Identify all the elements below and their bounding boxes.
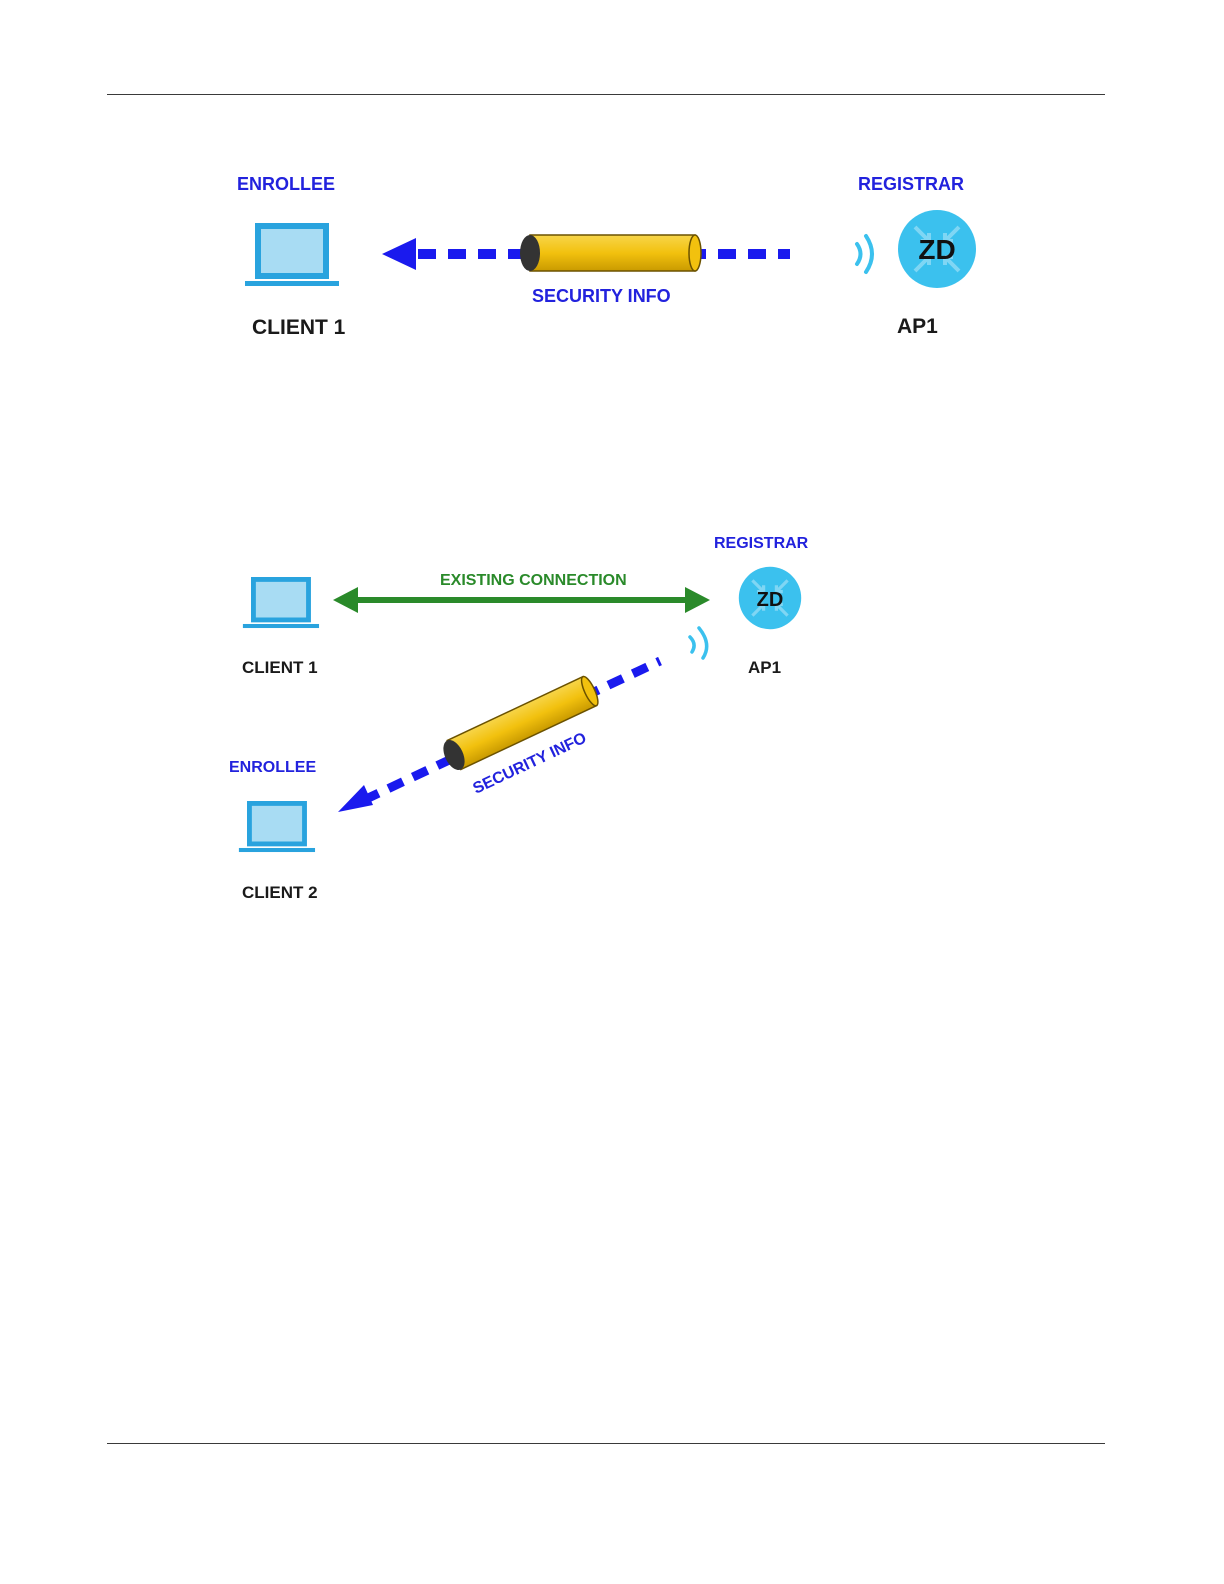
client1-laptop-icon <box>243 577 319 628</box>
diagram-2: REGISTRAR EXISTING CONNECTION CLIENT 1 Z… <box>229 535 809 902</box>
ap1-label: AP1 <box>748 658 781 677</box>
ap1-label: AP1 <box>897 315 938 338</box>
client2-laptop-icon <box>239 801 315 852</box>
existing-connection-label: EXISTING CONNECTION <box>440 572 627 589</box>
enrollee-label: ENROLLEE <box>237 174 335 194</box>
ap1-badge: ZD <box>757 589 784 611</box>
client2-label: CLIENT 2 <box>242 883 318 902</box>
wifi-signal-icon <box>690 628 707 658</box>
ap1-icon: ZD <box>898 210 976 288</box>
existing-connection-arrow <box>333 587 710 613</box>
diagram-1: ENROLLEE REGISTRAR CLIENT 1 SECURITY INF… <box>237 174 976 339</box>
wifi-signal-icon <box>857 236 872 272</box>
security-info-label: SECURITY INFO <box>532 286 671 306</box>
security-tunnel-icon <box>520 235 701 271</box>
registrar-label: REGISTRAR <box>858 174 964 194</box>
client1-laptop-icon <box>245 223 339 286</box>
registrar-label: REGISTRAR <box>714 535 809 552</box>
client1-label: CLIENT 1 <box>242 658 318 677</box>
ap1-badge: ZD <box>918 234 955 265</box>
enrollee-label: ENROLLEE <box>229 759 316 776</box>
client1-label: CLIENT 1 <box>252 316 346 339</box>
